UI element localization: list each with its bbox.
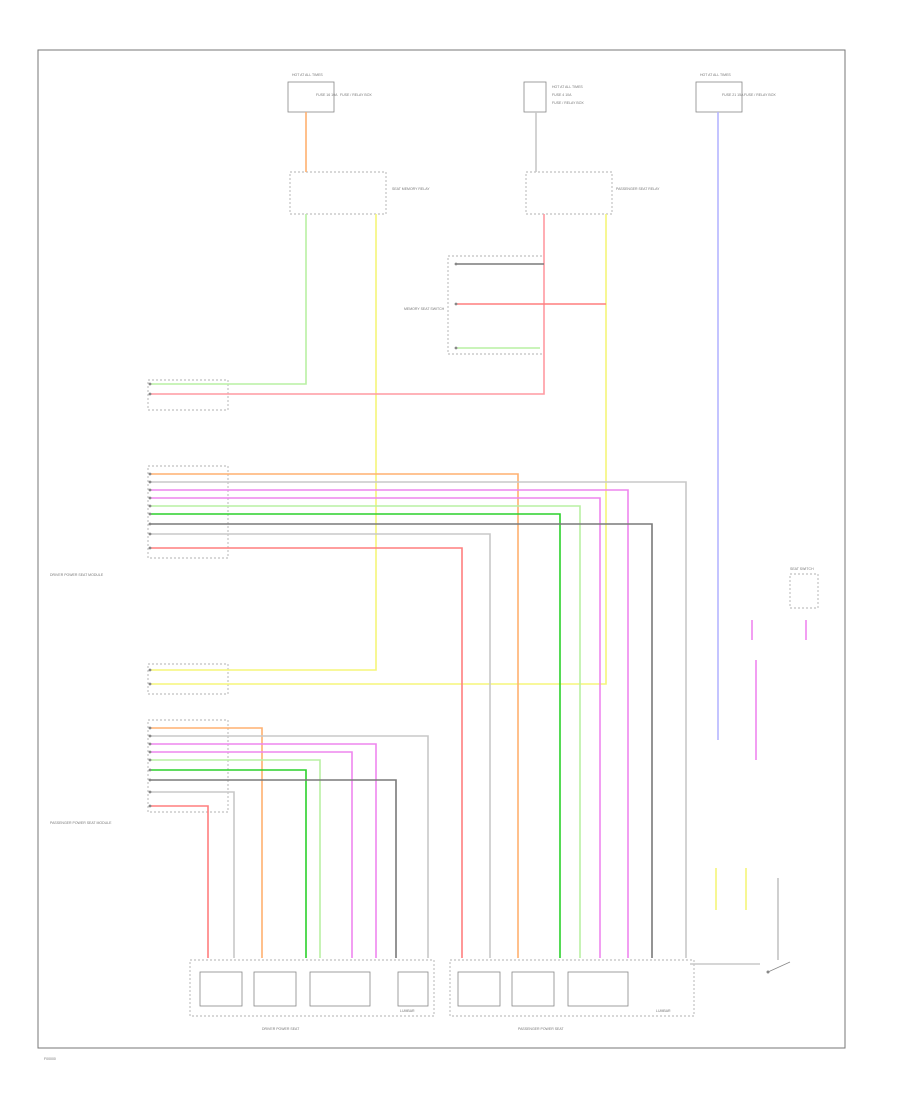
wire-relay-left-green [150, 214, 307, 385]
connector-pin [148, 750, 152, 754]
relay-right: PASSENGER SEAT RELAY [525, 171, 660, 215]
connector-pin [454, 302, 458, 306]
driver-module-label: DRIVER POWER SEAT MODULE [50, 573, 104, 577]
connector-pin [148, 504, 152, 508]
lumbar-left-label: LUMBAR [400, 1009, 415, 1013]
connector-pin [148, 668, 152, 672]
connector-pin [148, 472, 152, 476]
connector-pin [148, 480, 152, 484]
connector-pin [148, 488, 152, 492]
wire-pm-green [150, 769, 307, 958]
wire-pm-orange [150, 727, 263, 958]
memory-switch-label: MEMORY SEAT SWITCH [404, 307, 445, 311]
connector-pin [148, 734, 152, 738]
fuse-box-2-desc: FUSE / RELAY BOX [552, 101, 584, 105]
wire-relay-right-red [150, 214, 545, 395]
footer-code: F00000 [44, 1057, 56, 1061]
driver-seat-label: DRIVER POWER SEAT [262, 1027, 300, 1031]
top-fuse-box-3: HOT AT ALL TIMES FUSE 21 15A FUSE / RELA… [695, 73, 776, 113]
wire-dm-violet [150, 489, 629, 958]
driver-seat-block: DRIVER POWER SEAT LUMBAR [189, 959, 435, 1031]
connector-pin [148, 546, 152, 550]
wire-dm-gray [150, 481, 687, 958]
relay-left: SEAT MEMORY RELAY [289, 171, 430, 215]
fuse-box-1-title: HOT AT ALL TIMES [292, 73, 323, 77]
seat-switch-label: SEAT SWITCH [790, 567, 814, 571]
wires-group [148, 112, 807, 965]
wire-pm-black [150, 779, 397, 958]
wire-pm-gray2 [150, 791, 235, 958]
wire-pm-lgreen [150, 759, 321, 958]
wire-pm-pink [150, 751, 353, 958]
connector-pin [148, 726, 152, 730]
connector-pin [148, 522, 152, 526]
connector-pin [148, 790, 152, 794]
upper-connector-block [147, 379, 229, 411]
driver-module-connector [147, 465, 229, 559]
connector-pin [148, 682, 152, 686]
wire-dm-orange [150, 473, 519, 958]
relay-left-label: SEAT MEMORY RELAY [392, 187, 430, 191]
connector-pin [148, 742, 152, 746]
wire-dm-gray2 [150, 533, 491, 958]
connector-pin [454, 262, 458, 266]
connector-pin [148, 496, 152, 500]
connector-pin [148, 768, 152, 772]
wire-dm-pink [150, 497, 601, 958]
connector-pin [148, 392, 152, 396]
wire-relay-right-yellow [150, 214, 607, 685]
wire-pm-violet [150, 743, 377, 958]
top-fuse-box-2: HOT AT ALL TIMES FUSE 4 10A FUSE / RELAY… [523, 81, 584, 113]
fuse-box-1-desc: FUSE / RELAY BOX [340, 93, 372, 97]
wire-dm-green [150, 513, 561, 958]
connector-pin [454, 346, 458, 350]
wire-dm-red [150, 547, 463, 958]
connector-pin [148, 804, 152, 808]
diagram-frame [37, 49, 846, 1049]
lower-connector-block [147, 663, 229, 695]
connector-pin [148, 532, 152, 536]
connector-pin [148, 778, 152, 782]
seat-switch-box [789, 573, 819, 609]
fuse-box-2-title: HOT AT ALL TIMES [552, 85, 583, 89]
connector-pin [148, 382, 152, 386]
connector-pin [148, 758, 152, 762]
fuse-box-3-desc: FUSE / RELAY BOX [744, 93, 776, 97]
relay-right-label: PASSENGER SEAT RELAY [616, 187, 660, 191]
fuse-box-3-fuse: FUSE 21 15A [722, 93, 744, 97]
fuse-box-3-title: HOT AT ALL TIMES [700, 73, 731, 77]
wire-dm-lgreen [150, 505, 581, 958]
wire-dm-black [150, 523, 653, 958]
passenger-seat-block: PASSENGER POWER SEAT LUMBAR [449, 959, 695, 1031]
wire-pm-red [150, 805, 209, 958]
fuse-box-2-fuse: FUSE 4 10A [552, 93, 572, 97]
connector-pin [148, 512, 152, 516]
wire-relay-left-yellow [150, 214, 377, 671]
lumbar-right-label: LUMBAR [656, 1009, 671, 1013]
passenger-module-label: PASSENGER POWER SEAT MODULE [50, 821, 112, 825]
bottom-switch [766, 878, 791, 974]
passenger-seat-label: PASSENGER POWER SEAT [518, 1027, 564, 1031]
top-fuse-box-1: HOT AT ALL TIMES FUSE 16 10A FUSE / RELA… [287, 73, 372, 113]
fuse-box-1-fuse: FUSE 16 10A [316, 93, 338, 97]
passenger-module-connector [147, 719, 229, 813]
wire-pm-gray [150, 735, 429, 958]
